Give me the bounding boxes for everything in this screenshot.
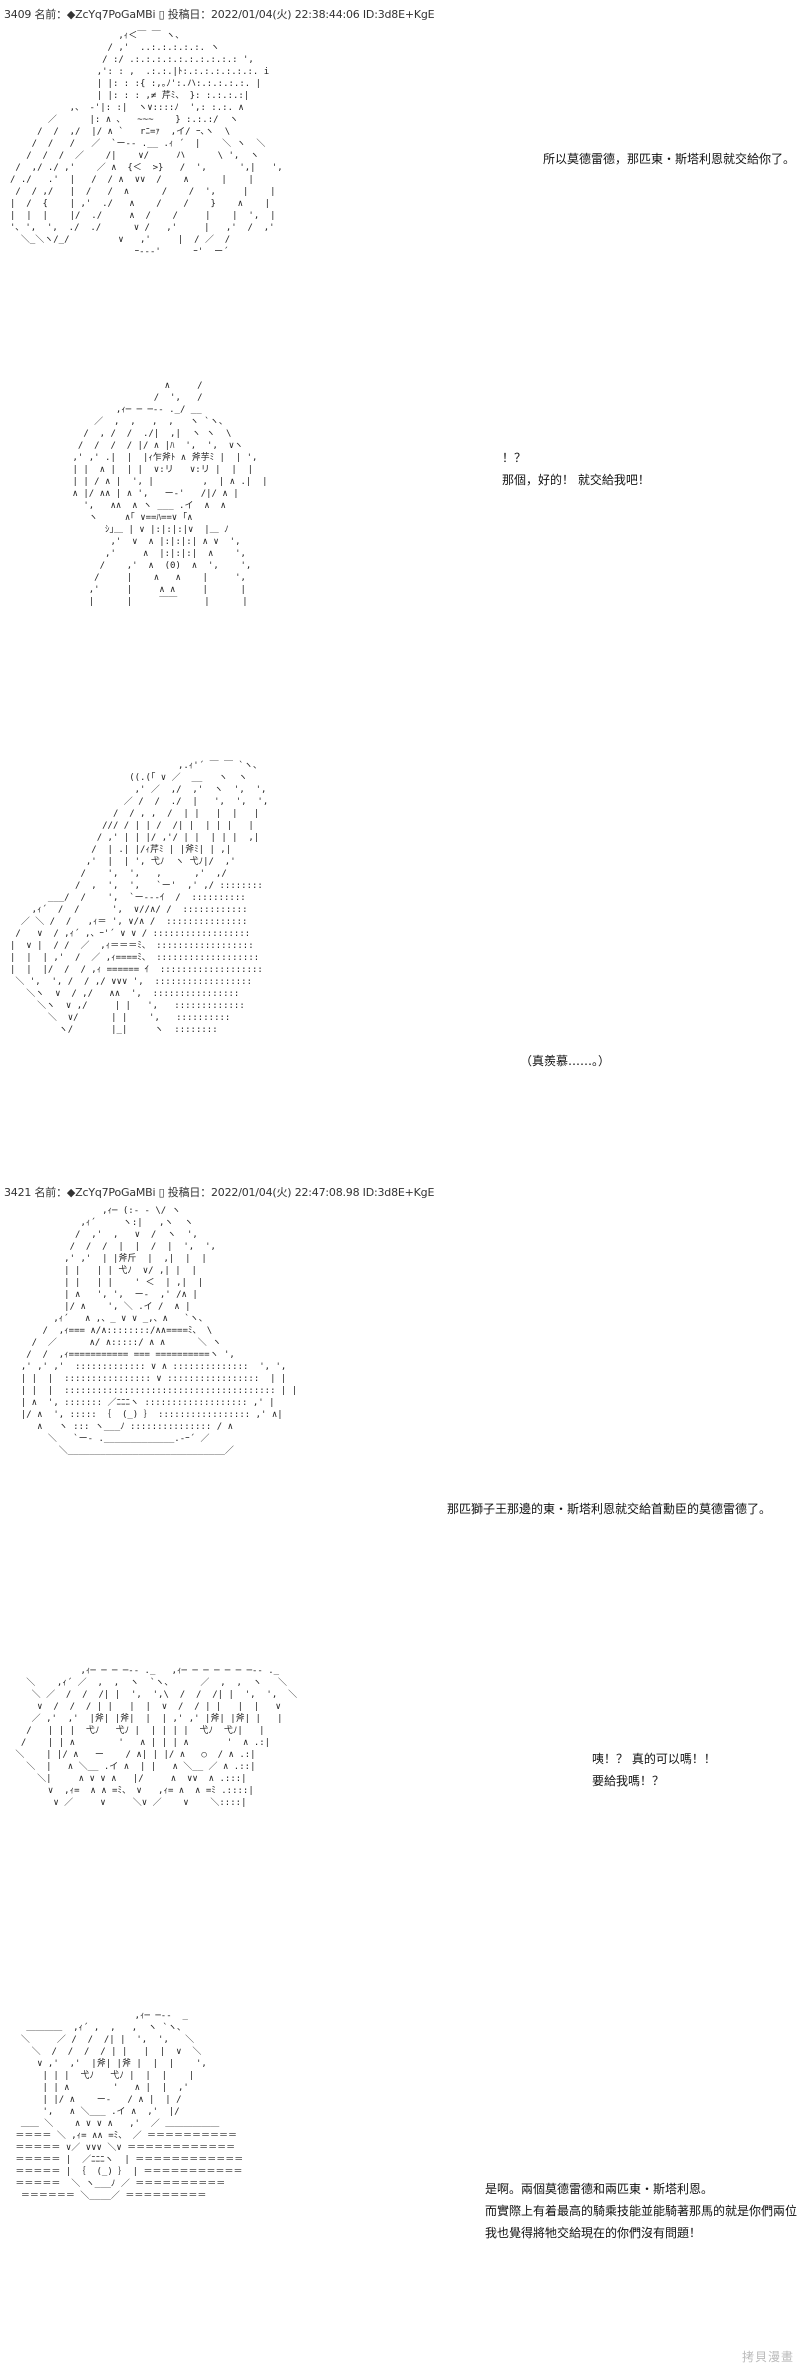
dialog-line: 那個，好的！ 就交給我吧！ bbox=[502, 473, 650, 487]
ascii-art-figure-1: ,ｨ＜￣ ￣ ヽ、 / ,' ..:.:.:.:.:. ヽ / :/ .:.:.… bbox=[10, 31, 283, 257]
dialog-6: 是啊。兩個莫德雷德和兩匹東・斯塔利恩。 而實際上有着最高的騎乘技能並能騎著那馬的… bbox=[485, 2178, 797, 2244]
dialog-line: 是啊。兩個莫德雷德和兩匹東・斯塔利恩。 bbox=[485, 2182, 714, 2196]
dialog-line: （真羨慕……。） bbox=[520, 1054, 611, 1068]
ascii-art-figure-5: ,ｨ─ ─ ─ ─‐- ._ ,ｨ─ ─ ─ ─ ─ ─ ─‐- ._ ＼ ,ｨ… bbox=[15, 1666, 298, 1808]
dialog-5: 咦！？ 真的可以嗎！！ 要給我嗎！？ bbox=[592, 1748, 716, 1792]
watermark: 拷貝漫畫 bbox=[741, 2350, 794, 2364]
ascii-art-figure-6: ,ｨ─ ─‐- _ ＿＿＿＿ ,ｨ´ , , , ヽ `ヽ、 ＼ ／ / / /… bbox=[15, 2011, 244, 2201]
dialog-line: ！？ bbox=[502, 451, 527, 465]
dialog-1: 所以莫德雷德，那匹東・斯塔利恩就交給你了。 bbox=[543, 148, 795, 170]
dialog-line: 那匹獅子王那邊的東・斯塔利恩就交給首勳臣的莫德雷德了。 bbox=[447, 1502, 772, 1516]
ascii-art-figure-3: ,.ｨ'´ ￣ ￣ `ヽ、 ((.(｢ ∨ ／ __ ヽ ヽ ,' ／ ,/ ,… bbox=[10, 761, 269, 1035]
post-header-2: 3421 名前：◆ZcYq7PoGaMBi ▯ 投稿日：2022/01/04(火… bbox=[4, 1186, 435, 1199]
ascii-art-figure-4: ,ｨ─ (:- - \/ ヽ ,ｨ´ ヽ:| ,ヽ ヽ / ,' , ∨ / ヽ… bbox=[20, 1206, 298, 1456]
dialog-line: 咦！？ 真的可以嗎！！ bbox=[592, 1752, 716, 1766]
dialog-4: 那匹獅子王那邊的東・斯塔利恩就交給首勳臣的莫德雷德了。 bbox=[447, 1498, 771, 1520]
dialog-line: 我也覺得將牠交給現在的你們沒有問題！ bbox=[485, 2226, 702, 2240]
ascii-art-figure-2: ∧ / / ', / ,ｨ─ ─ ─‐- ._/ __ ／ , , , , ヽ … bbox=[72, 381, 268, 607]
dialog-line: 所以莫德雷德，那匹東・斯塔利恩就交給你了。 bbox=[543, 152, 796, 166]
dialog-line: 而實際上有着最高的騎乘技能並能騎著那馬的就是你們兩位 bbox=[485, 2204, 798, 2218]
dialog-line: 要給我嗎！？ bbox=[592, 1774, 665, 1788]
dialog-3: （真羨慕……。） bbox=[520, 1050, 610, 1072]
post-header-1: 3409 名前：◆ZcYq7PoGaMBi ▯ 投稿日：2022/01/04(火… bbox=[4, 8, 435, 21]
dialog-2: ！？ 那個，好的！ 就交給我吧！ bbox=[502, 447, 650, 491]
